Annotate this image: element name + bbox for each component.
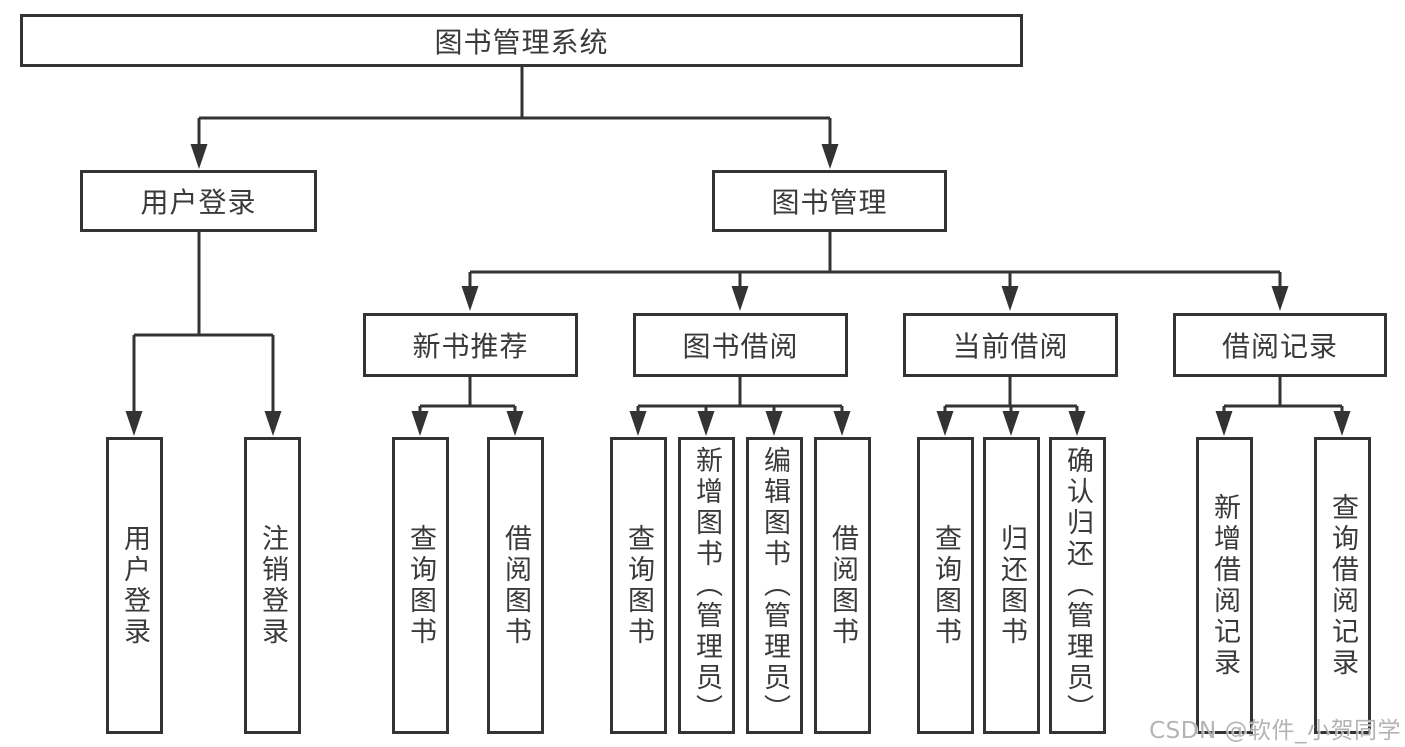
connector-new-book-recommend-children [418,377,517,413]
leaf-query-books-current: 查询图书 [917,437,974,734]
connector-current-borrow-children [943,377,1079,413]
leaf-edit-books-admin-label: 编辑图书（管理员） [759,446,790,725]
node-book-borrow-label: 图书借阅 [682,330,799,363]
node-user-login-label: 用户登录 [140,186,257,219]
leaf-logout: 注销登录 [244,437,301,734]
node-current-borrow: 当前借阅 [903,313,1118,377]
leaf-confirm-return-admin: 确认归还（管理员） [1049,437,1106,734]
connector-root-to-level2 [197,67,832,146]
leaf-add-borrow-record: 新增借阅记录 [1196,437,1253,734]
node-new-book-recommend: 新书推荐 [363,313,578,377]
watermark: CSDN @软件_小贺同学 [1149,718,1401,744]
leaf-borrow-books: 借阅图书 [814,437,871,734]
leaf-query-books-recommend: 查询图书 [392,437,449,734]
leaf-edit-books-admin: 编辑图书（管理员） [746,437,803,734]
leaf-return-books-label: 归还图书 [996,523,1027,648]
connector-book-borrow-children [636,377,844,413]
leaf-query-books-borrow-label: 查询图书 [623,523,654,648]
node-book-borrow: 图书借阅 [633,313,848,377]
leaf-return-books: 归还图书 [983,437,1040,734]
node-book-management-label: 图书管理 [771,186,888,219]
leaf-query-borrow-record: 查询借阅记录 [1314,437,1371,734]
leaf-borrow-books-recommend-label: 借阅图书 [500,523,531,648]
leaf-borrow-books-label: 借阅图书 [827,523,858,648]
leaf-add-borrow-record-label: 新增借阅记录 [1209,492,1240,679]
node-library-system: 图书管理系统 [20,14,1023,67]
node-book-management: 图书管理 [712,170,947,232]
node-user-login: 用户登录 [80,170,317,232]
leaf-logout-label: 注销登录 [257,523,288,648]
leaf-query-books-borrow: 查询图书 [610,437,667,734]
leaf-confirm-return-admin-label: 确认归还（管理员） [1062,446,1093,725]
node-current-borrow-label: 当前借阅 [952,330,1069,363]
node-new-book-recommend-label: 新书推荐 [412,330,529,363]
arrowheads [125,144,1351,436]
leaf-borrow-books-recommend: 借阅图书 [487,437,544,734]
connector-user-login-children [132,232,275,413]
node-borrow-records-label: 借阅记录 [1221,330,1338,363]
leaf-add-books-admin: 新增图书（管理员） [678,437,735,734]
connector-borrow-records-children [1222,377,1344,413]
leaf-query-books-current-label: 查询图书 [930,523,961,648]
leaf-query-books-recommend-label: 查询图书 [405,523,436,648]
leaf-user-login-label: 用户登录 [119,523,150,648]
connector-book-management-children [468,232,1282,288]
leaf-add-books-admin-label: 新增图书（管理员） [691,446,722,725]
node-library-system-label: 图书管理系统 [434,25,609,59]
node-borrow-records: 借阅记录 [1173,313,1387,377]
leaf-user-login: 用户登录 [106,437,163,734]
leaf-query-borrow-record-label: 查询借阅记录 [1327,492,1358,679]
